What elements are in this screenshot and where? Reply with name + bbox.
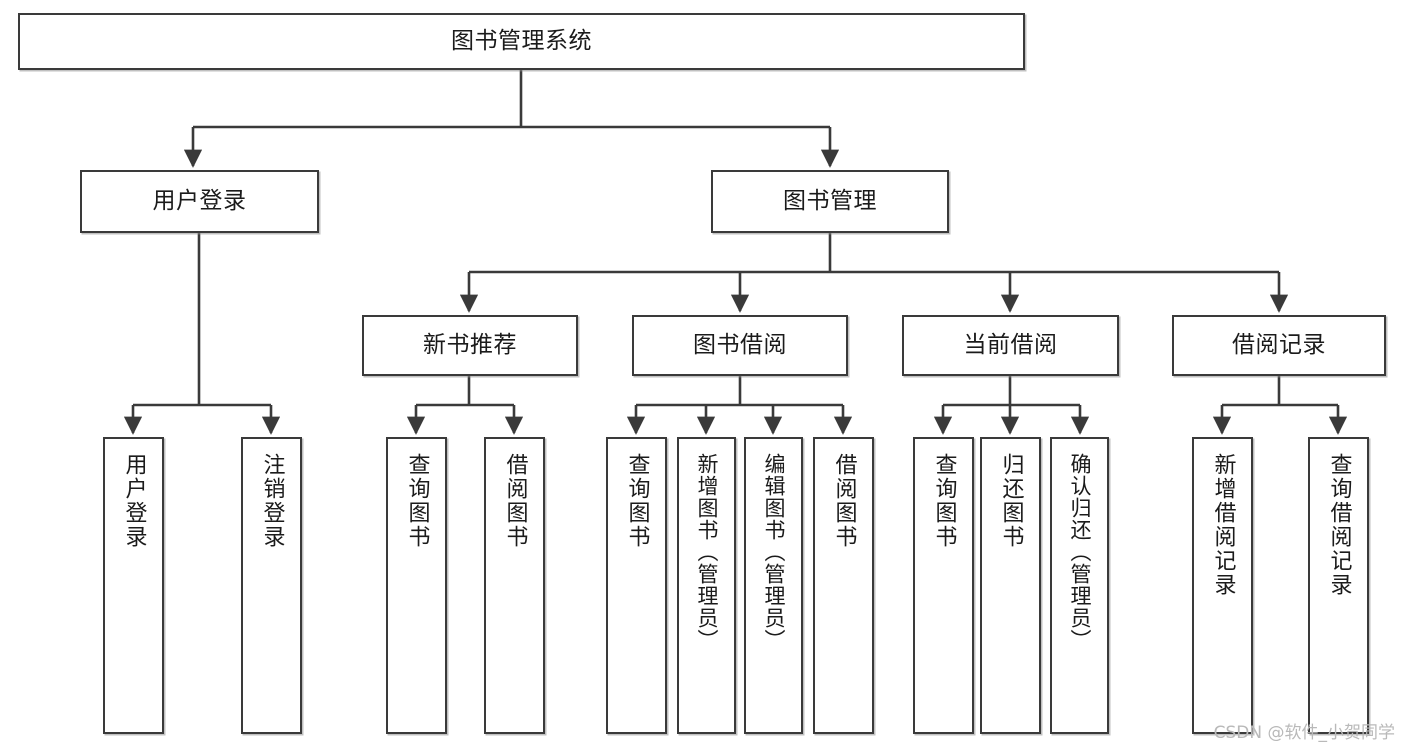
node-leaf-query-book-2[interactable]: 查询图书 — [606, 437, 667, 734]
node-leaf-query-book-1[interactable]: 查询图书 — [386, 437, 447, 734]
node-book-borrow-label: 图书借阅 — [693, 331, 787, 358]
node-leaf-query-book-3-label: 查询图书 — [931, 453, 957, 549]
node-leaf-user-login[interactable]: 用户登录 — [103, 437, 164, 734]
watermark-text: CSDN @软件_小贺同学 — [1213, 723, 1395, 743]
node-new-book-rec-label: 新书推荐 — [423, 331, 517, 358]
node-leaf-logout-login-label: 注销登录 — [259, 453, 285, 549]
node-current-borrow-label: 当前借阅 — [963, 331, 1058, 358]
node-book-manage-label: 图书管理 — [783, 187, 877, 214]
node-leaf-user-login-label: 用户登录 — [121, 453, 147, 549]
node-leaf-confirm-return-label: 确认归还（管理员） — [1068, 453, 1092, 651]
node-leaf-borrow-book-1[interactable]: 借阅图书 — [484, 437, 545, 734]
node-leaf-confirm-return[interactable]: 确认归还（管理员） — [1050, 437, 1109, 734]
node-leaf-query-record-label: 查询借阅记录 — [1326, 453, 1352, 597]
node-leaf-borrow-book-2[interactable]: 借阅图书 — [813, 437, 874, 734]
node-borrow-record[interactable]: 借阅记录 — [1172, 315, 1386, 376]
node-root-label: 图书管理系统 — [451, 27, 592, 54]
node-leaf-add-book-label: 新增图书（管理员） — [695, 453, 719, 651]
node-leaf-edit-book[interactable]: 编辑图书（管理员） — [744, 437, 803, 734]
node-root[interactable]: 图书管理系统 — [18, 13, 1025, 70]
node-borrow-record-label: 借阅记录 — [1232, 331, 1326, 358]
node-leaf-return-book-label: 归还图书 — [998, 453, 1024, 549]
node-book-borrow[interactable]: 图书借阅 — [632, 315, 848, 376]
node-user-login[interactable]: 用户登录 — [80, 170, 319, 233]
node-leaf-return-book[interactable]: 归还图书 — [980, 437, 1041, 734]
node-leaf-borrow-book-1-label: 借阅图书 — [502, 453, 528, 549]
node-leaf-logout-login[interactable]: 注销登录 — [241, 437, 302, 734]
node-current-borrow[interactable]: 当前借阅 — [902, 315, 1119, 376]
node-user-login-label: 用户登录 — [152, 187, 247, 214]
node-leaf-add-record-label: 新增借阅记录 — [1210, 453, 1236, 597]
node-leaf-query-book-3[interactable]: 查询图书 — [913, 437, 974, 734]
node-leaf-query-book-1-label: 查询图书 — [404, 453, 430, 549]
node-leaf-add-book[interactable]: 新增图书（管理员） — [677, 437, 736, 734]
node-leaf-edit-book-label: 编辑图书（管理员） — [762, 453, 786, 651]
node-leaf-query-book-2-label: 查询图书 — [624, 453, 650, 549]
node-leaf-query-record[interactable]: 查询借阅记录 — [1308, 437, 1369, 734]
node-leaf-borrow-book-2-label: 借阅图书 — [831, 453, 857, 549]
node-book-manage[interactable]: 图书管理 — [711, 170, 949, 233]
node-new-book-rec[interactable]: 新书推荐 — [362, 315, 578, 376]
node-leaf-add-record[interactable]: 新增借阅记录 — [1192, 437, 1253, 734]
